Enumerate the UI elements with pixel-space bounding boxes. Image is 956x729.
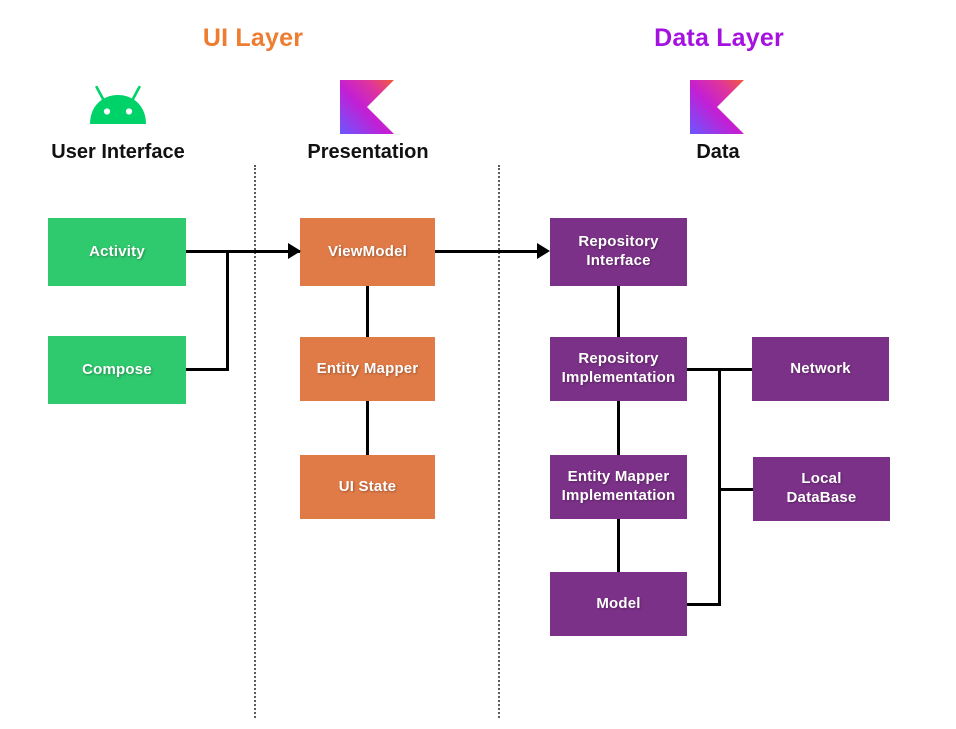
connector-entity-mapper-to-ui-state [366,401,369,456]
connector-data-trunk [718,368,721,604]
node-model[interactable]: Model [550,572,687,636]
connector-viewmodel-to-repository-interface [435,250,543,253]
connector-activity-to-viewmodel [186,250,300,253]
connector-model-to-trunk [687,603,721,606]
node-entity-mapper-label: Entity Mapper [316,359,419,377]
android-robot-icon [86,82,150,130]
node-compose[interactable]: Compose [48,336,186,404]
layer-divider-right [498,165,500,718]
node-network[interactable]: Network [752,337,889,401]
column-heading-data: Data [696,141,740,163]
node-ui-state-label: UI State [338,477,397,495]
connector-mapper-to-model [617,519,620,573]
node-entity-mapper[interactable]: Entity Mapper [300,337,435,401]
column-heading-presentation: Presentation [307,141,429,163]
connector-repository-implementation-to-mapper [617,401,620,456]
column-heading-user-interface: User Interface [51,141,185,163]
arrowhead-to-repository-interface [537,243,550,259]
kotlin-logo-icon [340,80,394,134]
connector-compose-riser [226,250,229,371]
node-network-label: Network [790,359,851,377]
node-compose-label: Compose [82,360,152,378]
connector-trunk-to-local-database [718,488,755,491]
node-activity[interactable]: Activity [48,218,186,286]
node-ui-state[interactable]: UI State [300,455,435,519]
layer-title-ui: UI Layer [202,24,304,52]
kotlin-logo-icon [690,80,744,134]
node-viewmodel-label: ViewModel [327,242,408,260]
layer-title-data: Data Layer [654,24,784,52]
layer-divider-left [254,165,256,718]
connector-repository-interface-to-implementation [617,285,620,338]
arrowhead-to-viewmodel [288,243,301,259]
node-viewmodel[interactable]: ViewModel [300,218,435,286]
node-model-label: Model [596,594,641,612]
connector-compose-horizontal [186,368,229,371]
connector-viewmodel-to-entity-mapper [366,285,369,338]
node-activity-label: Activity [89,242,145,260]
